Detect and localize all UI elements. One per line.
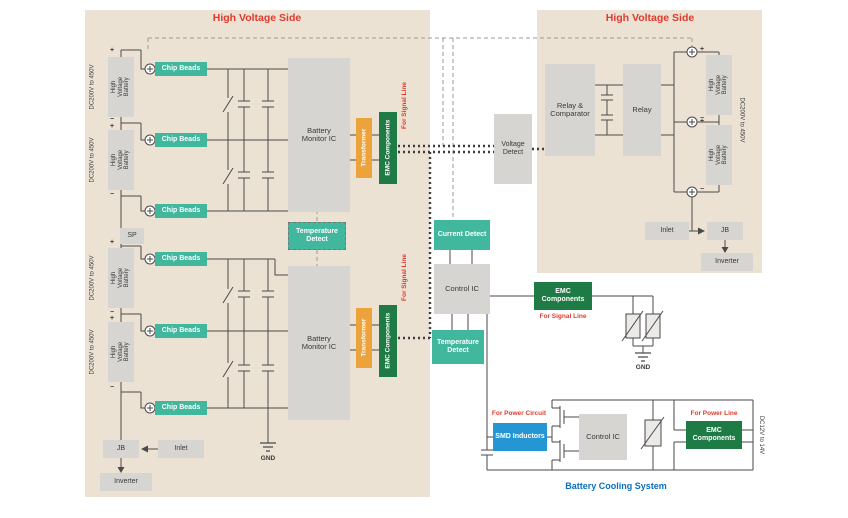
for-signal-line-label-mid: For Signal Line xyxy=(539,313,587,320)
jb-box-right: JB xyxy=(707,222,743,240)
control-ic-cooling-box: Control IC xyxy=(579,414,627,460)
minus-sign: − xyxy=(109,191,115,198)
dc-range-label-1: DC200V to 450V xyxy=(90,64,96,110)
minus-sign: − xyxy=(699,186,705,193)
chip-beads-2: Chip Beads xyxy=(155,133,207,147)
minus-sign: − xyxy=(109,384,115,391)
minus-sign: − xyxy=(109,309,115,316)
emc-components-power-box: EMC Components xyxy=(686,421,742,449)
hv-battery-2: High Voltage Battery xyxy=(108,130,134,190)
jb-box-left: JB xyxy=(103,440,139,458)
hv-battery-4: High Voltage Battery xyxy=(108,322,134,382)
inlet-box-right: Inlet xyxy=(645,222,689,240)
ground-symbol xyxy=(260,352,651,452)
dc-range-label-right: DC200V to 450V xyxy=(739,97,745,143)
current-detect-box: Current Detect xyxy=(434,220,490,250)
arrowheads xyxy=(117,227,729,473)
emc-components-signal-1: EMC Components xyxy=(379,112,397,184)
varistor-symbols xyxy=(621,310,665,450)
hv-battery-r1: High Voltage Battery xyxy=(706,55,732,115)
connector-node-icons xyxy=(144,46,698,414)
plus-sign: + xyxy=(699,118,705,125)
inlet-box-left: Inlet xyxy=(158,440,204,458)
dc-range-label-3: DC200V to 450V xyxy=(90,255,96,301)
for-signal-line-label-2: For Signal Line xyxy=(401,253,409,301)
dashed-signal-lines xyxy=(147,37,693,266)
inverter-box-right: Inverter xyxy=(701,253,753,271)
chip-beads-6: Chip Beads xyxy=(155,401,207,415)
left-panel-title: High Voltage Side xyxy=(212,12,302,24)
hv-battery-r2: High Voltage Battery xyxy=(706,125,732,185)
chip-beads-4: Chip Beads xyxy=(155,252,207,266)
battery-monitor-ic-2: Battery Monitor IC xyxy=(288,266,350,420)
gnd-label-left: GND xyxy=(260,455,276,462)
for-power-circuit-label: For Power Circuit xyxy=(491,410,547,417)
transformer-1: Transformer xyxy=(356,118,372,178)
dc12v-label: DC12V to 14V xyxy=(758,415,765,455)
temperature-detect-left: Temperature Detect xyxy=(288,222,346,250)
relay-box: Relay xyxy=(623,64,661,156)
temperature-detect-mid: Temperature Detect xyxy=(432,330,484,364)
relay-comparator-box: Relay & Comparator xyxy=(545,64,595,156)
for-signal-line-label-1: For Signal Line xyxy=(401,81,409,129)
minus-sign: − xyxy=(109,116,115,123)
transformer-2: Transformer xyxy=(356,308,372,368)
chip-beads-1: Chip Beads xyxy=(155,62,207,76)
emc-components-signal-mid: EMC Components xyxy=(534,282,592,310)
cooling-system-title: Battery Cooling System xyxy=(565,481,667,491)
mosfet-symbols xyxy=(551,400,579,470)
left-hv-panel xyxy=(85,10,430,497)
capacitor-symbols xyxy=(262,69,274,408)
plus-sign: + xyxy=(109,315,115,322)
capacitor-symbols xyxy=(595,84,623,136)
gnd-label-mid: GND xyxy=(635,364,651,371)
chip-beads-3: Chip Beads xyxy=(155,204,207,218)
emc-components-signal-2: EMC Components xyxy=(379,305,397,377)
sp-box: SP xyxy=(120,228,144,244)
dc-range-label-4: DC200V to 450V xyxy=(90,329,96,375)
smd-inductors-box: SMD Inductors xyxy=(493,423,547,451)
control-ic-box: Control IC xyxy=(434,264,490,314)
hv-battery-3: High Voltage Battery xyxy=(108,248,134,308)
battery-monitor-ic-1: Battery Monitor IC xyxy=(288,58,350,212)
voltage-detect-box: Voltage Detect xyxy=(494,114,532,184)
for-power-line-label: For Power Line xyxy=(690,410,738,417)
dc-range-label-2: DC200V to 450V xyxy=(90,137,96,183)
minus-sign: − xyxy=(699,115,705,122)
hv-battery-1: High Voltage Battery xyxy=(108,57,134,117)
plus-sign: + xyxy=(109,123,115,130)
plus-sign: + xyxy=(699,46,705,53)
chip-beads-5: Chip Beads xyxy=(155,324,207,338)
solid-wires xyxy=(120,49,754,471)
capacitor-symbols xyxy=(238,69,250,408)
plus-sign: + xyxy=(109,239,115,246)
plus-sign: + xyxy=(109,47,115,54)
right-panel-title: High Voltage Side xyxy=(605,12,695,24)
inverter-box-left: Inverter xyxy=(100,473,152,491)
